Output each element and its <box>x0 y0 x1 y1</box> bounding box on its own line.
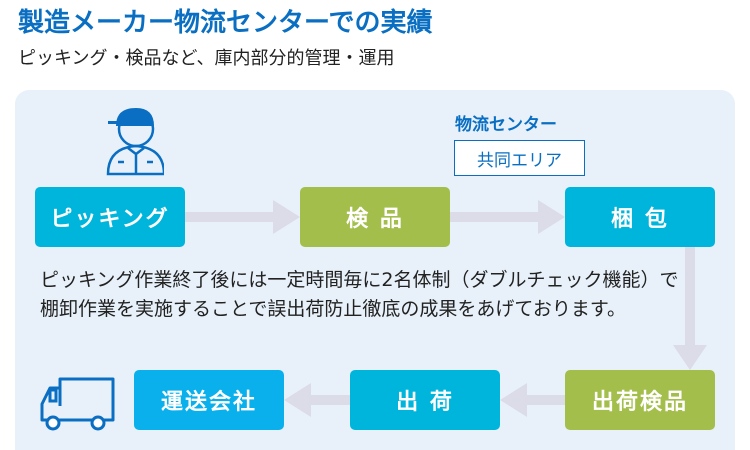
arrow-right-icon <box>185 200 300 234</box>
step-inspection: 検 品 <box>300 187 450 247</box>
description-text: ピッキング作業終了後には一定時間毎に2名体制（ダブルチェック機能）で棚卸作業を実… <box>40 269 679 320</box>
step-carrier: 運送会社 <box>134 370 284 430</box>
arrow-right-icon <box>450 200 565 234</box>
arrow-down-icon <box>673 247 707 370</box>
arrow-left-icon <box>500 383 565 417</box>
shared-area-label: 共同エリア <box>454 140 585 176</box>
truck-icon <box>40 377 115 431</box>
center-label: 物流センター <box>455 115 557 135</box>
step-shipping-inspection: 出荷検品 <box>565 370 715 430</box>
page-title: 製造メーカー物流センターでの実績 <box>18 8 433 38</box>
arrow-left-icon <box>284 383 350 417</box>
step-shipping: 出 荷 <box>350 370 500 430</box>
step-packing: 梱 包 <box>565 187 715 247</box>
step-picking: ピッキング <box>35 187 185 247</box>
worker-icon <box>106 108 164 176</box>
page-subtitle: ピッキング・検品など、庫内部分的管理・運用 <box>18 48 395 69</box>
